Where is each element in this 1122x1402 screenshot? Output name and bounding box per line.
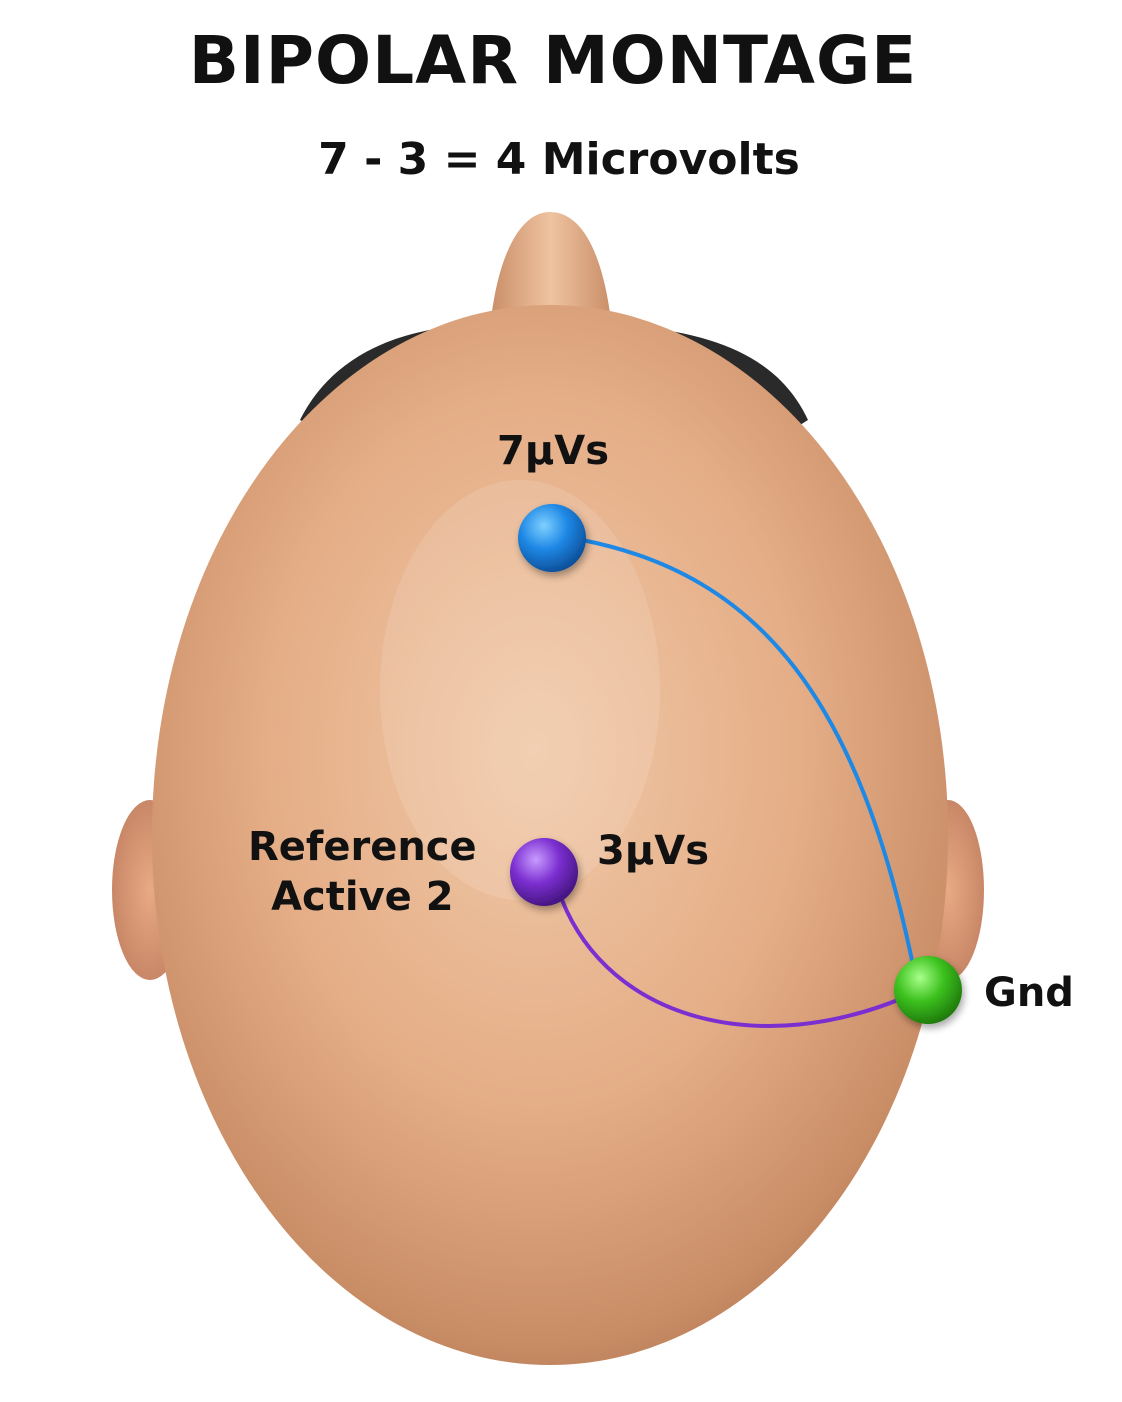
reference-label-line1: Reference [248,824,477,870]
ground-label: Gnd [984,970,1074,1016]
wire-active2-to-ground [560,899,911,1028]
reference-label: Reference Active 2 [248,822,477,922]
electrode-active2 [510,838,578,906]
equation-text: 7 - 3 = 4 Microvolts [318,134,800,185]
reference-label-line2: Active 2 [271,874,454,920]
active2-value-label: 3µVs [597,828,710,874]
active1-value-label: 7µVs [497,428,610,474]
page-title: BIPOLAR MONTAGE [188,22,918,99]
head [152,305,948,1365]
wire-active1-to-ground [581,538,917,976]
head-highlight [380,480,660,900]
electrode-ground [894,956,962,1024]
electrode-active1 [518,504,586,572]
